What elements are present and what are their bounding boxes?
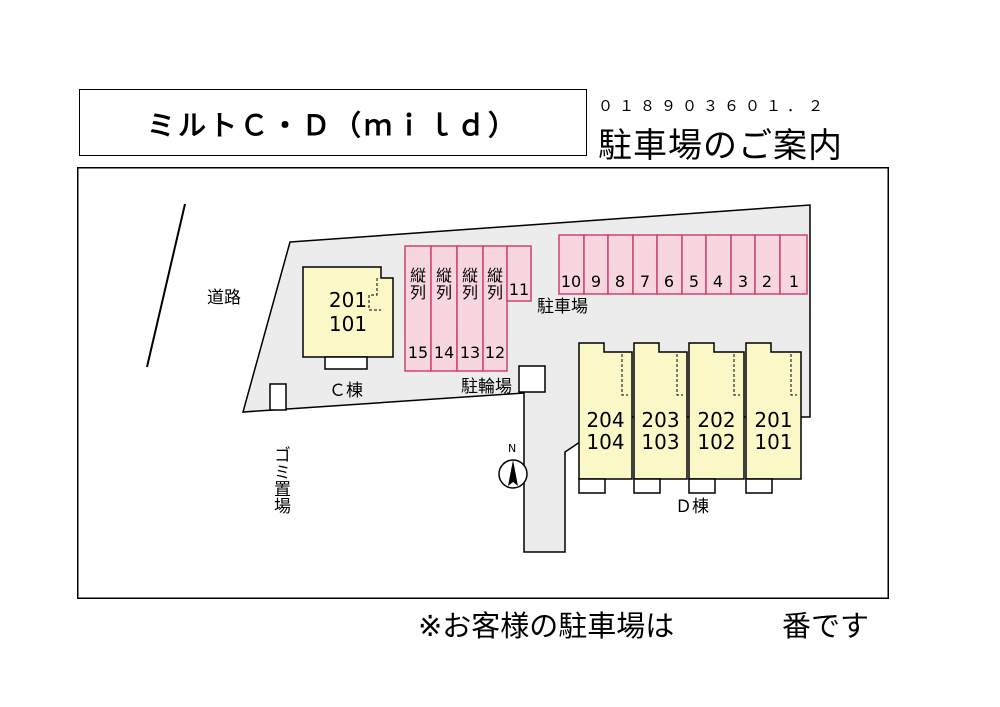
garbage-label: ゴミ置場: [270, 446, 290, 514]
page-heading: 駐車場のご案内: [598, 126, 843, 166]
building-c-lower-unit: 101: [328, 312, 368, 336]
row-parking: [558, 234, 808, 295]
vertical-space-12-label: 縦列: [486, 266, 503, 302]
row-space-5: 5: [688, 272, 700, 291]
building-d-unit-102: 102: [697, 430, 736, 454]
garbage-box: [269, 383, 287, 411]
building-d: [578, 342, 802, 480]
row-space-3: 3: [737, 272, 749, 291]
vertical-space-13-label: 縦列: [461, 266, 478, 302]
parking-label: 駐車場: [537, 297, 588, 317]
road-label: 道路: [207, 288, 241, 308]
building-d-label: Ｄ棟: [675, 497, 709, 517]
row-space-4: 4: [712, 272, 724, 291]
title-box: ミルトＣ・Ｄ（ｍｉｌｄ）: [79, 89, 587, 156]
row-space-1: 1: [788, 272, 800, 291]
building-d-unit-104: 104: [586, 430, 625, 454]
building-d-unit-203: 203: [641, 408, 680, 432]
site-map-drawing: [77, 167, 889, 599]
vertical-space-14-label: 縦列: [435, 266, 452, 302]
row-space-6: 6: [663, 272, 675, 291]
building-d-unit-202: 202: [697, 408, 736, 432]
bicycle-parking: [518, 365, 546, 393]
footer-note: ※お客様の駐車場は: [418, 609, 675, 643]
building-c-label: Ｃ棟: [329, 381, 363, 401]
building-c-entrance: [324, 356, 368, 370]
north-label: N: [508, 442, 517, 455]
building-d-unit-101: 101: [754, 430, 793, 454]
footer-suffix: 番です: [782, 609, 870, 643]
row-space-8: 8: [614, 272, 626, 291]
building-c: [302, 266, 394, 358]
vertical-space-12-number: 12: [484, 343, 506, 362]
road-line: [146, 203, 186, 368]
vertical-space-15-label: 縦列: [409, 266, 426, 302]
bicycle-parking-label: 駐輪場: [461, 377, 512, 397]
row-space-10: 10: [560, 272, 582, 291]
vertical-space-15-number: 15: [407, 343, 429, 362]
row-space-7: 7: [639, 272, 651, 291]
row-space-9: 9: [590, 272, 602, 291]
reference-code: ０１８９０３６０１．２: [598, 97, 830, 115]
building-c-upper-unit: 201: [328, 288, 368, 312]
property-title: ミルトＣ・Ｄ（ｍｉｌｄ）: [146, 109, 519, 142]
row-space-2: 2: [761, 272, 773, 291]
vertical-parking: [404, 245, 532, 372]
building-d-unit-201: 201: [754, 408, 793, 432]
vertical-space-11-number: 11: [508, 280, 530, 299]
compass-north-icon: [498, 459, 528, 489]
building-d-unit-103: 103: [641, 430, 680, 454]
building-d-unit-204: 204: [586, 408, 625, 432]
vertical-space-13-number: 13: [459, 343, 481, 362]
vertical-space-14-number: 14: [433, 343, 455, 362]
site-map: 道路 201 101 Ｃ棟 ゴミ置場 縦列 縦列 縦列 縦列 15 14 13 …: [77, 167, 889, 599]
